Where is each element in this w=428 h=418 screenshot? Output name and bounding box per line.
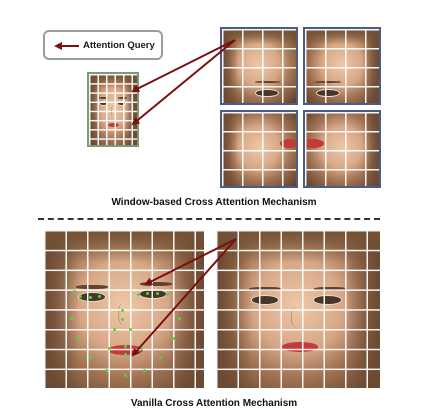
grid-overlay bbox=[216, 230, 380, 388]
section-divider bbox=[38, 218, 380, 220]
query-face-image bbox=[87, 72, 139, 147]
grid-overlay bbox=[222, 112, 296, 186]
legend-label: Attention Query bbox=[83, 40, 155, 51]
grid-overlay bbox=[305, 112, 379, 186]
vanilla-attention-caption: Vanilla Cross Attention Mechanism bbox=[130, 398, 298, 409]
grid-overlay bbox=[89, 74, 137, 145]
window-bottom-left bbox=[220, 110, 298, 188]
window-top-right bbox=[303, 27, 381, 105]
grid-overlay bbox=[222, 29, 296, 103]
legend-box: Attention Query bbox=[43, 30, 163, 60]
window-bottom-right bbox=[303, 110, 381, 188]
vanilla-query-face-image bbox=[44, 230, 204, 388]
arrow-left-icon bbox=[54, 42, 79, 50]
grid-overlay bbox=[305, 29, 379, 103]
vanilla-key-face-image bbox=[216, 230, 380, 388]
grid-overlay bbox=[44, 230, 204, 388]
window-top-left bbox=[220, 27, 298, 105]
window-attention-caption: Window-based Cross Attention Mechanism bbox=[111, 197, 317, 208]
